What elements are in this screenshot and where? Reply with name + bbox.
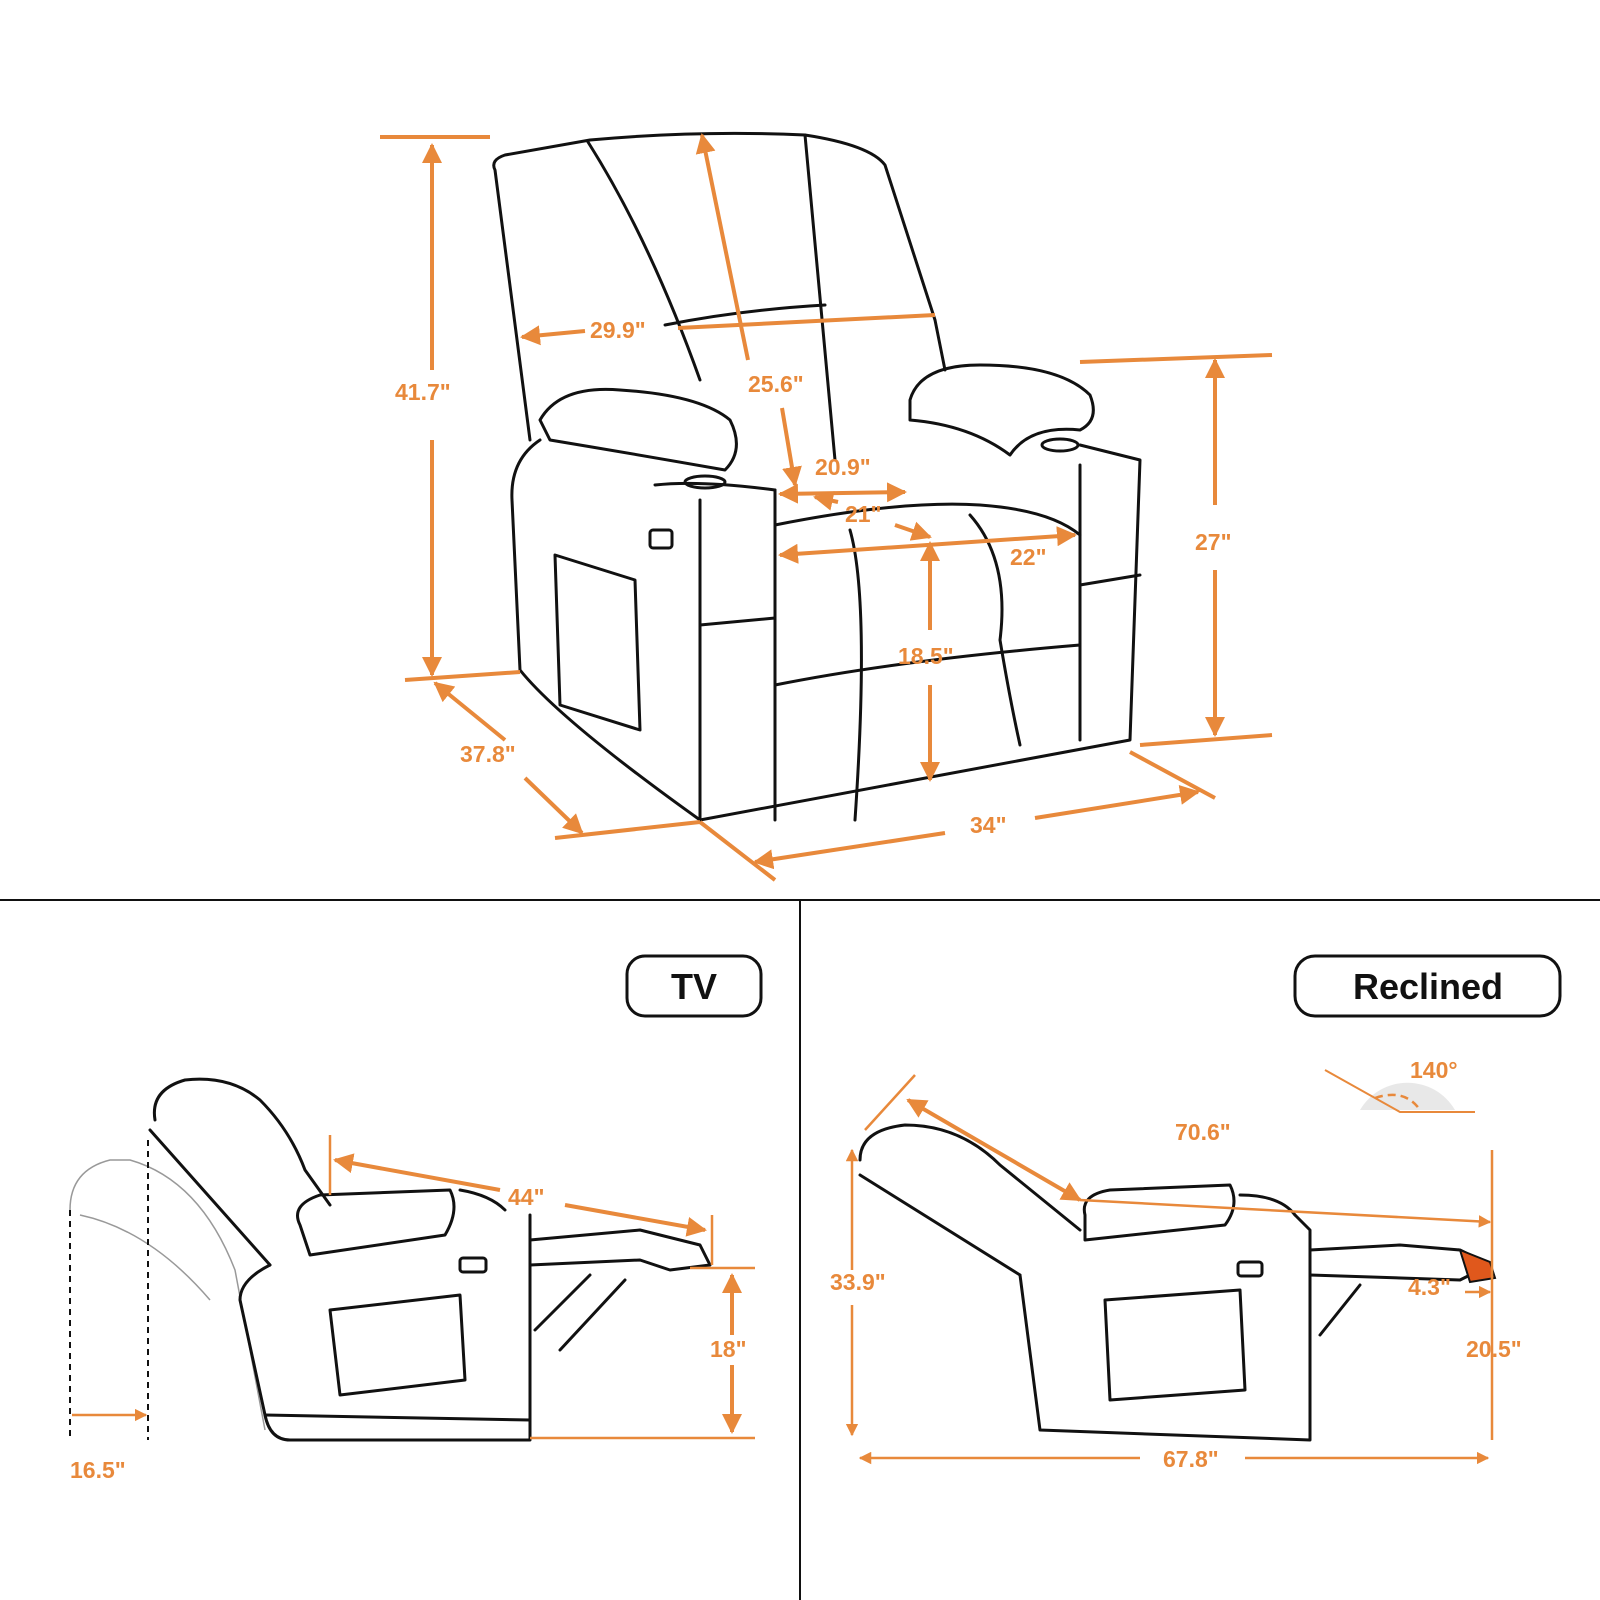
tv-footrest-height-label: 18" — [710, 1336, 747, 1362]
tv-tag-label: TV — [671, 966, 717, 1007]
footrest-extension-label: 4.3" — [1408, 1274, 1451, 1300]
front-dimensions: 41.7" 29.9" 25.6" 20.9" 21" 22" 18.5" 27… — [380, 133, 1273, 882]
seat-width-front-label: 20.9" — [815, 454, 871, 480]
tv-chair-drawing — [69, 1077, 712, 1442]
reclined-chair-drawing — [858, 1123, 1497, 1442]
angle-indicator: 140° — [1324, 1057, 1475, 1113]
reclined-length-label: 67.8" — [1163, 1446, 1219, 1472]
reclined-tag: Reclined — [1293, 954, 1562, 1018]
seat-width-label: 22" — [1010, 544, 1047, 570]
front-chair-drawing — [492, 131, 1142, 822]
recline-angle-label: 140° — [1410, 1057, 1458, 1083]
reclined-tag-label: Reclined — [1353, 966, 1503, 1007]
wall-clearance-label: 16.5" — [70, 1457, 126, 1483]
seat-height-label: 18.5" — [898, 643, 954, 669]
reclined-height-label: 33.9" — [830, 1269, 886, 1295]
width-label: 34" — [970, 812, 1007, 838]
tv-dimensions: 44" 18" 16.5" — [69, 1135, 755, 1483]
seat-depth-label: 21" — [845, 501, 882, 527]
back-length-label: 70.6" — [1175, 1119, 1231, 1145]
arm-height-label: 27" — [1195, 529, 1232, 555]
overall-height-label: 41.7" — [395, 379, 451, 405]
depth-label: 37.8" — [460, 741, 516, 767]
reclined-footrest-height-label: 20.5" — [1466, 1336, 1522, 1362]
tv-length-label: 44" — [508, 1184, 545, 1210]
tv-tag: TV — [625, 954, 763, 1018]
reclined-dimensions: 70.6" 33.9" 4.3" 20.5" 67.8" — [830, 1074, 1522, 1472]
back-height-label: 25.6" — [748, 371, 804, 397]
back-width-label: 29.9" — [590, 317, 646, 343]
